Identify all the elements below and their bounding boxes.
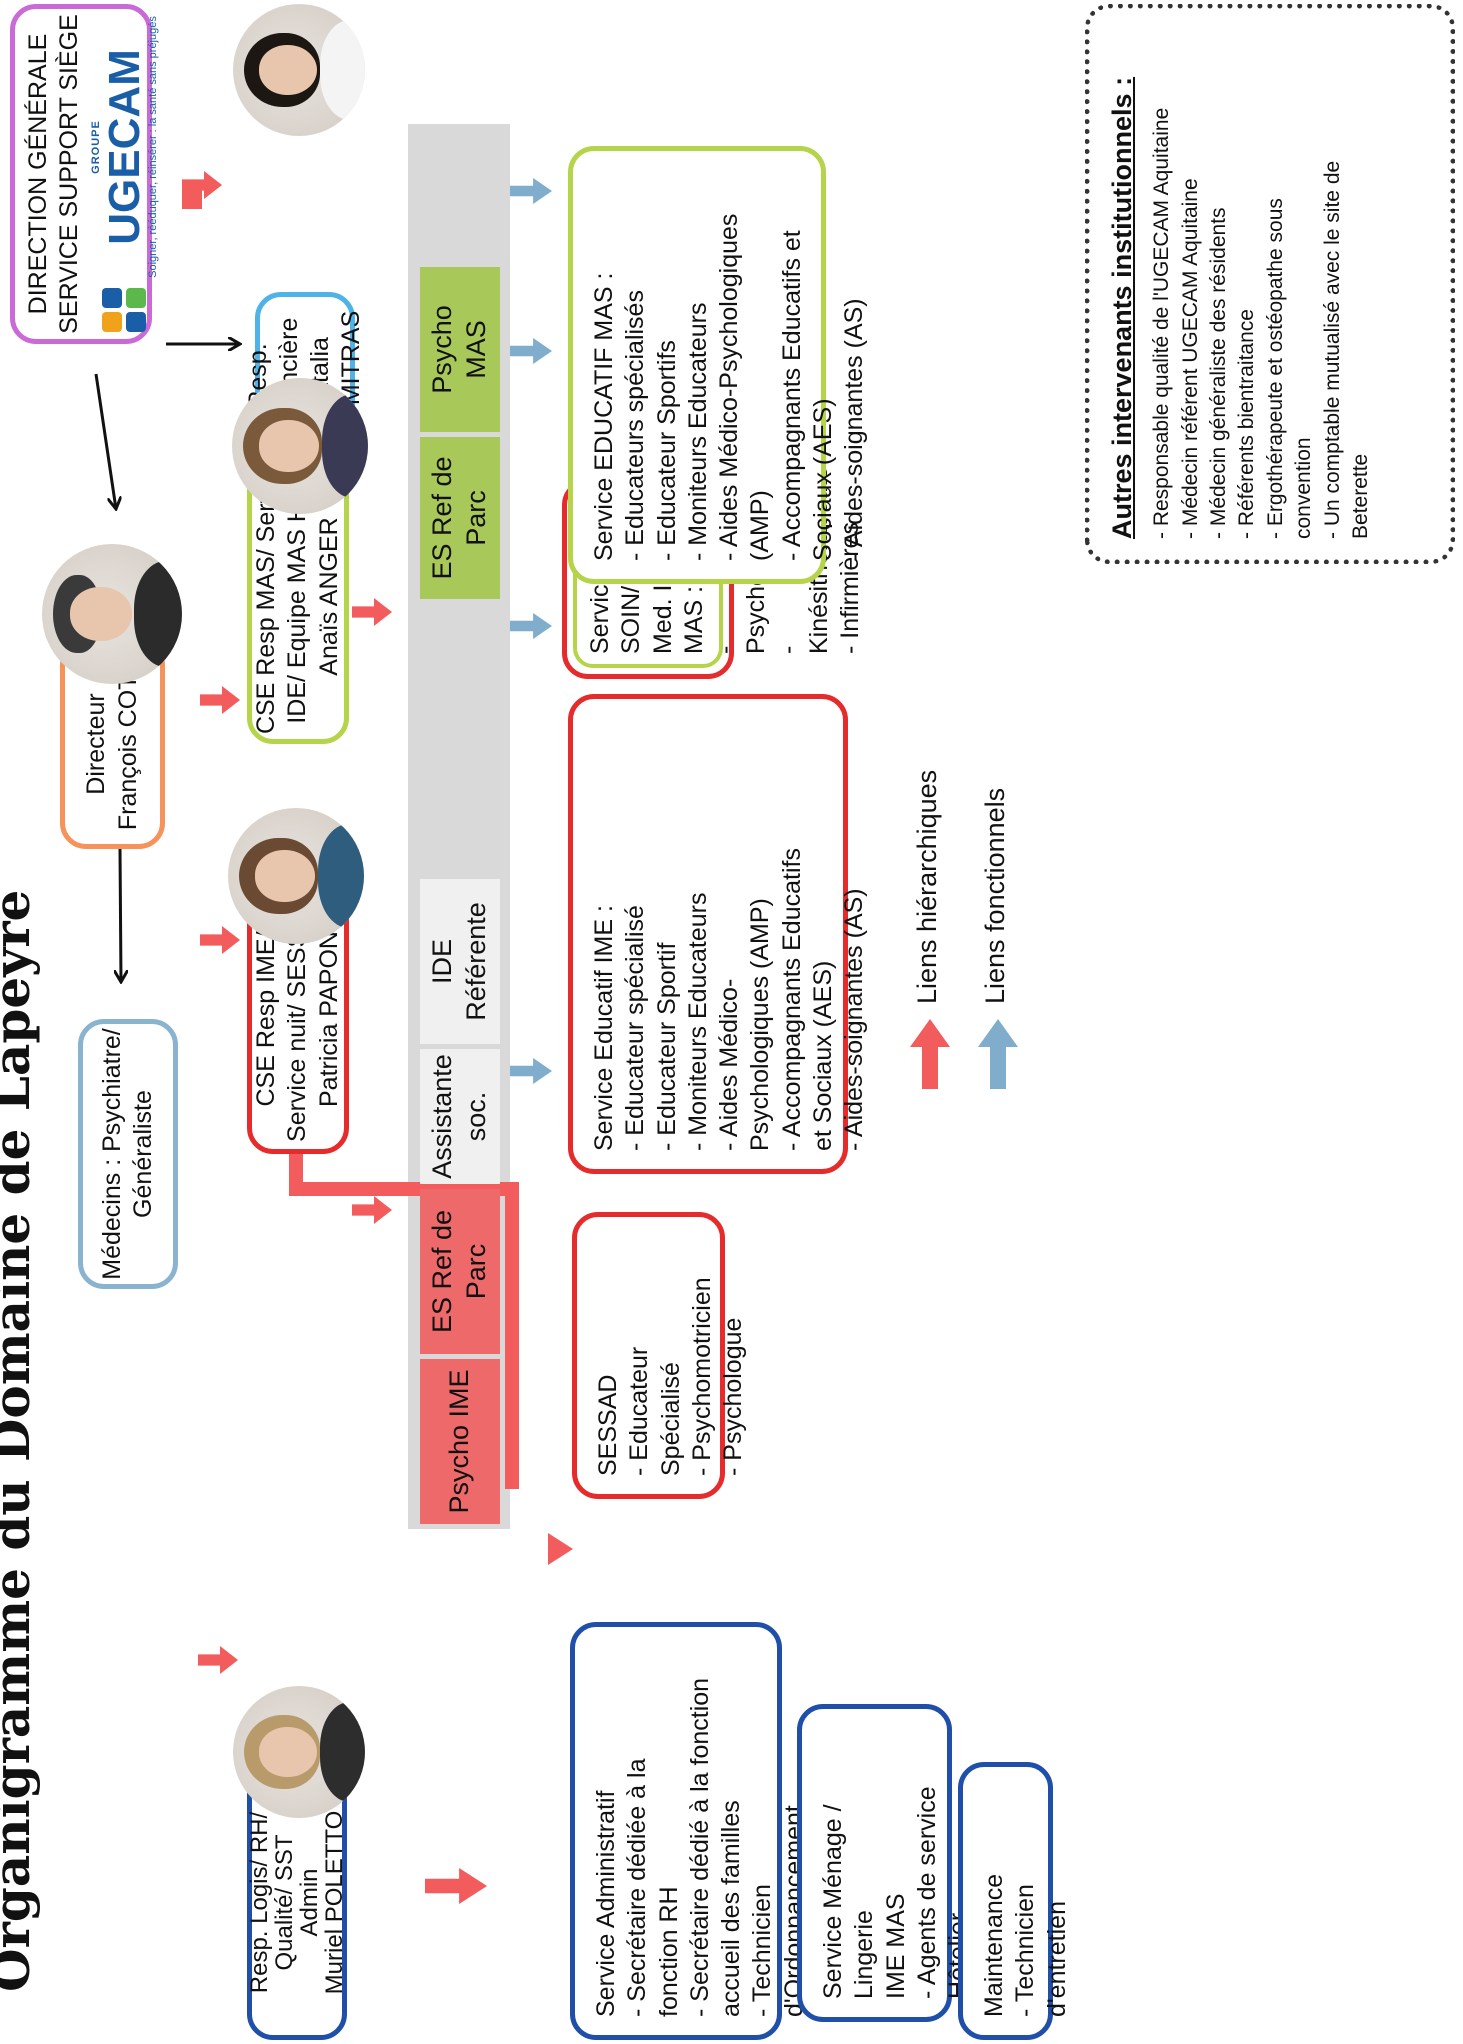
blue-arrow-3 — [510, 613, 552, 639]
red-arrow-4 — [198, 1646, 238, 1674]
red-arrow-5 — [352, 1196, 392, 1224]
red-arrow-administratif — [425, 1868, 487, 1904]
band-cell-6: Psycho MAS — [420, 267, 500, 432]
band-cell-2: ES Ref de Parc — [420, 1189, 500, 1354]
legend-blue-arrow-icon — [978, 1019, 1018, 1089]
blue-arrow-4 — [510, 1058, 552, 1084]
directeur-to-medecins-line — [120, 848, 121, 982]
red-arrow-6 — [352, 598, 392, 626]
red-arrow-financiere — [168, 189, 202, 209]
red-arrow-1 — [182, 171, 222, 199]
band-cell-1: Psycho IME — [420, 1359, 500, 1524]
cse-to-sessad-head — [548, 1533, 573, 1565]
red-arrow-3 — [200, 926, 240, 954]
cse-to-sessad-arrow — [289, 1154, 519, 1489]
band-cell-3: Assistante soc. — [420, 1049, 500, 1184]
red-arrow-2 — [200, 686, 240, 714]
legend-red-arrow-icon — [910, 1019, 950, 1089]
blue-arrow-2 — [510, 338, 552, 364]
red-arrows — [168, 189, 202, 209]
band-cell-5: ES Ref de Parc — [420, 437, 500, 599]
blue-arrow-1 — [510, 178, 552, 204]
direction-to-directeur-line — [94, 373, 116, 509]
band-cell-4: IDE Référente — [420, 879, 500, 1044]
